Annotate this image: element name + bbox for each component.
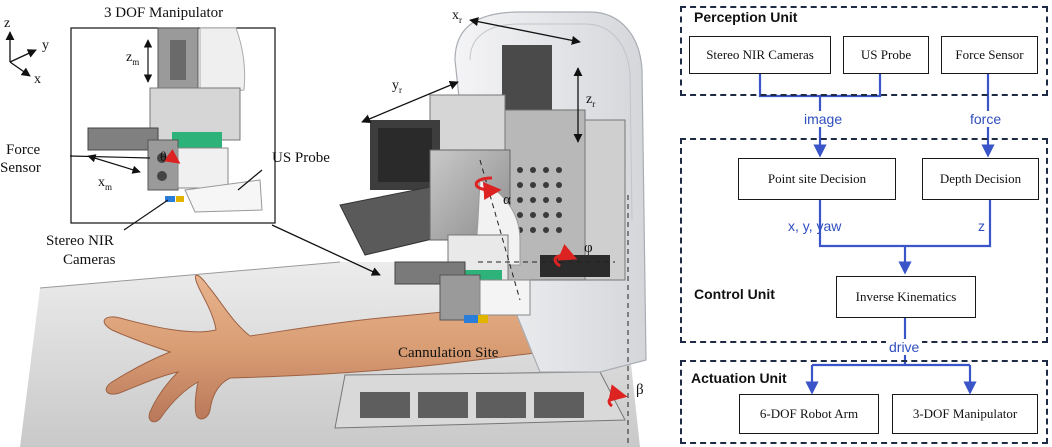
label-stereo-1: Stereo NIR (46, 233, 114, 249)
label-theta: θ (160, 150, 167, 165)
actuation-unit-title: Actuation Unit (691, 370, 787, 386)
label-y-r: yr (392, 78, 402, 95)
label-force-sensor-2: Sensor (0, 160, 41, 176)
label-z-m: zm (126, 50, 139, 67)
label-x-m-text: x (98, 175, 105, 190)
inset-title: 3 DOF Manipulator (104, 5, 224, 21)
flow-label-force: force (968, 111, 1004, 127)
rotation-arrows (474, 176, 628, 408)
dimension-arrows (271, 17, 583, 276)
actuation-unit (680, 360, 1048, 444)
flow-label-xyyaw: x, y, yaw (788, 218, 842, 234)
label-beta: β (636, 382, 644, 398)
stereo-nir-cameras-box: Stereo NIR Cameras (689, 36, 831, 74)
axis-label-y: y (42, 38, 49, 53)
label-x-r-text: x (452, 8, 459, 23)
label-y-r-sub: r (399, 84, 402, 95)
control-unit (680, 138, 1048, 343)
label-us-probe: US Probe (272, 150, 330, 166)
point-site-decision-box: Point site Decision (738, 158, 896, 200)
label-force-sensor-1: Force (6, 142, 41, 158)
manipulator-box: 3-DOF Manipulator (892, 394, 1038, 434)
robot-illustration (5, 11, 647, 447)
label-x-r: xr (452, 8, 462, 25)
flow-label-drive: drive (886, 339, 923, 355)
label-x-r-sub: r (459, 14, 462, 25)
label-phi: φ (584, 240, 593, 256)
perception-unit (680, 6, 1048, 96)
label-cannulation-site: Cannulation Site (398, 345, 499, 361)
depth-decision-box: Depth Decision (922, 158, 1039, 200)
us-probe-box: US Probe (843, 36, 929, 74)
coordinate-axes (5, 31, 37, 77)
rotation-axes (478, 159, 629, 445)
label-stereo-2: Cameras (63, 252, 116, 268)
label-z-r: zr (586, 92, 595, 109)
axis-label-z: z (4, 16, 11, 31)
flow-label-image: image (802, 111, 845, 127)
label-alpha: α (503, 192, 511, 208)
label-z-m-sub: m (132, 56, 140, 67)
robot-base (334, 371, 626, 429)
label-z-r-text: z (586, 92, 593, 107)
control-unit-title: Control Unit (694, 286, 775, 302)
axis-label-x: x (34, 72, 41, 87)
perception-unit-title: Perception Unit (694, 9, 798, 25)
robot-arm-box: 6-DOF Robot Arm (739, 394, 879, 434)
flow-label-z: z (978, 218, 985, 234)
inverse-kinematics-box: Inverse Kinematics (836, 276, 976, 318)
label-y-r-text: y (392, 78, 399, 93)
inset-manipulator (69, 27, 276, 231)
label-x-m-sub: m (105, 181, 113, 192)
label-z-m-text: z (126, 50, 133, 65)
force-sensor-box: Force Sensor (941, 36, 1038, 74)
label-x-m: xm (98, 175, 112, 192)
label-z-r-sub: r (592, 98, 596, 109)
